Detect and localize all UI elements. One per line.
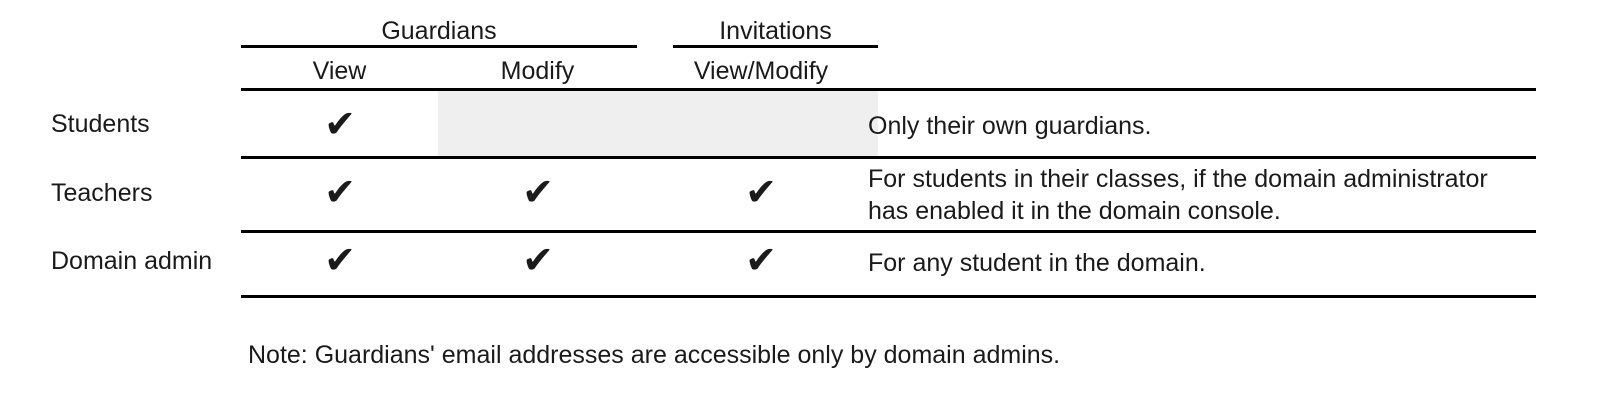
disabled-cell-students-modify — [438, 91, 878, 156]
column-header-guardians-view: View — [312, 57, 367, 85]
column-group-rule-guardians — [241, 45, 637, 48]
table-rule-after-students — [241, 156, 1536, 159]
table-rule-after-teachers — [241, 230, 1536, 233]
checkmark-icon-domain-admin-invitations-view-modify: ✔ — [745, 238, 777, 282]
table-cell-note-domain-admin: For any student in the domain. — [868, 249, 1206, 277]
checkmark-icon-students-guardians-view: ✔ — [324, 102, 356, 146]
checkmark-icon-domain-admin-guardians-view: ✔ — [324, 238, 356, 282]
column-group-header-invitations: Invitations — [719, 17, 832, 45]
table-rule-header-bottom — [241, 88, 1536, 91]
column-header-invitations-view-modify: View/Modify — [693, 57, 829, 85]
table-footnote: Note: Guardians' email addresses are acc… — [248, 341, 1061, 369]
column-header-guardians-modify: Modify — [500, 57, 575, 85]
table-rule-bottom — [241, 295, 1536, 298]
checkmark-icon-teachers-invitations-view-modify: ✔ — [745, 170, 777, 214]
checkmark-icon-teachers-guardians-modify: ✔ — [522, 170, 554, 214]
column-group-header-guardians: Guardians — [381, 17, 497, 45]
column-group-rule-invitations — [673, 45, 878, 48]
table-cell-note-students: Only their own guardians. — [868, 112, 1152, 140]
checkmark-icon-domain-admin-guardians-modify: ✔ — [522, 238, 554, 282]
checkmark-icon-teachers-guardians-view: ✔ — [324, 170, 356, 214]
table-cell-note-teachers: For students in their classes, if the do… — [868, 165, 1488, 225]
table-row-header-students: Students — [51, 110, 150, 138]
table-row-header-domain-admin: Domain admin — [51, 247, 213, 275]
table-row-header-teachers: Teachers — [51, 179, 153, 207]
